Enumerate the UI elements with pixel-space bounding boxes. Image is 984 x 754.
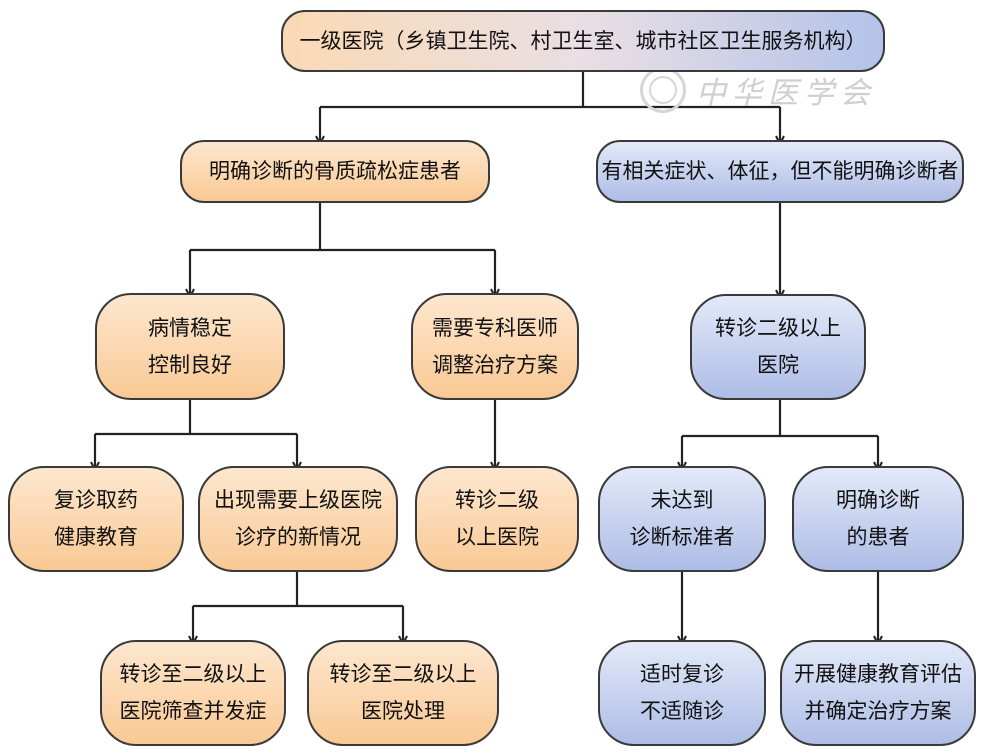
- node-timely-followup: 适时复诊 不适随诊: [598, 640, 766, 746]
- seal-icon: [640, 67, 686, 113]
- node-referral-secondary-2: 转诊二级 以上医院: [415, 466, 579, 572]
- node-followup-line1: 复诊取药: [54, 488, 138, 513]
- node-specialist-line1: 需要专科医师: [432, 315, 558, 340]
- node-referral2-line1: 转诊二级: [455, 488, 539, 513]
- node-specialist-line2: 调整治疗方案: [432, 352, 558, 377]
- node-followup-education: 复诊取药 健康教育: [8, 466, 184, 572]
- node-diagnosed-osteoporosis: 明确诊断的骨质疏松症患者: [180, 140, 490, 203]
- node-treatment-line1: 转诊至二级以上: [329, 662, 477, 687]
- node-timely-line1: 适时复诊: [640, 662, 724, 687]
- node-stable-line2: 控制良好: [148, 352, 232, 377]
- node-confirmed-line1: 明确诊断: [836, 488, 920, 513]
- node-referral-line1: 转诊二级以上: [715, 316, 841, 341]
- node-education-line1: 开展健康教育评估: [794, 662, 962, 687]
- node-referral-line2: 医院: [757, 353, 799, 377]
- node-screen-line2: 医院筛查并发症: [119, 699, 267, 723]
- node-referral-treatment: 转诊至二级以上 医院处理: [307, 640, 499, 746]
- node-not-meeting-criteria: 未达到 诊断标准者: [598, 466, 766, 572]
- watermark-text: 中华医学会: [696, 76, 876, 111]
- node-need-specialist: 需要专科医师 调整治疗方案: [411, 293, 579, 400]
- node-diagnosed-label: 明确诊断的骨质疏松症患者: [209, 159, 461, 184]
- node-stable-controlled: 病情稳定 控制良好: [95, 293, 285, 400]
- node-referral-secondary: 转诊二级以上 医院: [690, 294, 866, 400]
- node-undiagnosed-label: 有相关症状、体征，但不能明确诊断者: [601, 159, 959, 184]
- node-education-line2: 并确定治疗方案: [804, 699, 952, 723]
- node-stable-line1: 病情稳定: [148, 315, 232, 340]
- node-confirmed-line2: 的患者: [846, 525, 910, 549]
- node-primary-hospital-label: 一级医院（乡镇卫生院、村卫生室、城市社区卫生服务机构）: [299, 28, 867, 53]
- node-new-situation-line1: 出现需要上级医院: [214, 488, 382, 513]
- node-confirmed-patients: 明确诊断 的患者: [792, 466, 964, 572]
- node-screen-complications: 转诊至二级以上 医院筛查并发症: [100, 640, 286, 746]
- watermark: 中华医学会: [640, 62, 940, 118]
- node-not-criteria-line2: 诊断标准者: [629, 525, 735, 549]
- node-not-criteria-line1: 未达到: [650, 488, 714, 513]
- node-referral2-line2: 以上医院: [455, 525, 539, 549]
- node-education-plan: 开展健康教育评估 并确定治疗方案: [780, 640, 976, 746]
- node-undiagnosed-symptoms: 有相关症状、体征，但不能明确诊断者: [596, 140, 964, 203]
- node-followup-line2: 健康教育: [54, 525, 138, 549]
- node-new-situation: 出现需要上级医院 诊疗的新情况: [198, 466, 398, 572]
- node-primary-hospital: 一级医院（乡镇卫生院、村卫生室、城市社区卫生服务机构）: [281, 10, 885, 72]
- node-new-situation-line2: 诊疗的新情况: [235, 525, 361, 549]
- node-screen-line1: 转诊至二级以上: [119, 662, 267, 687]
- node-treatment-line2: 医院处理: [361, 699, 445, 723]
- node-timely-line2: 不适随诊: [640, 699, 724, 723]
